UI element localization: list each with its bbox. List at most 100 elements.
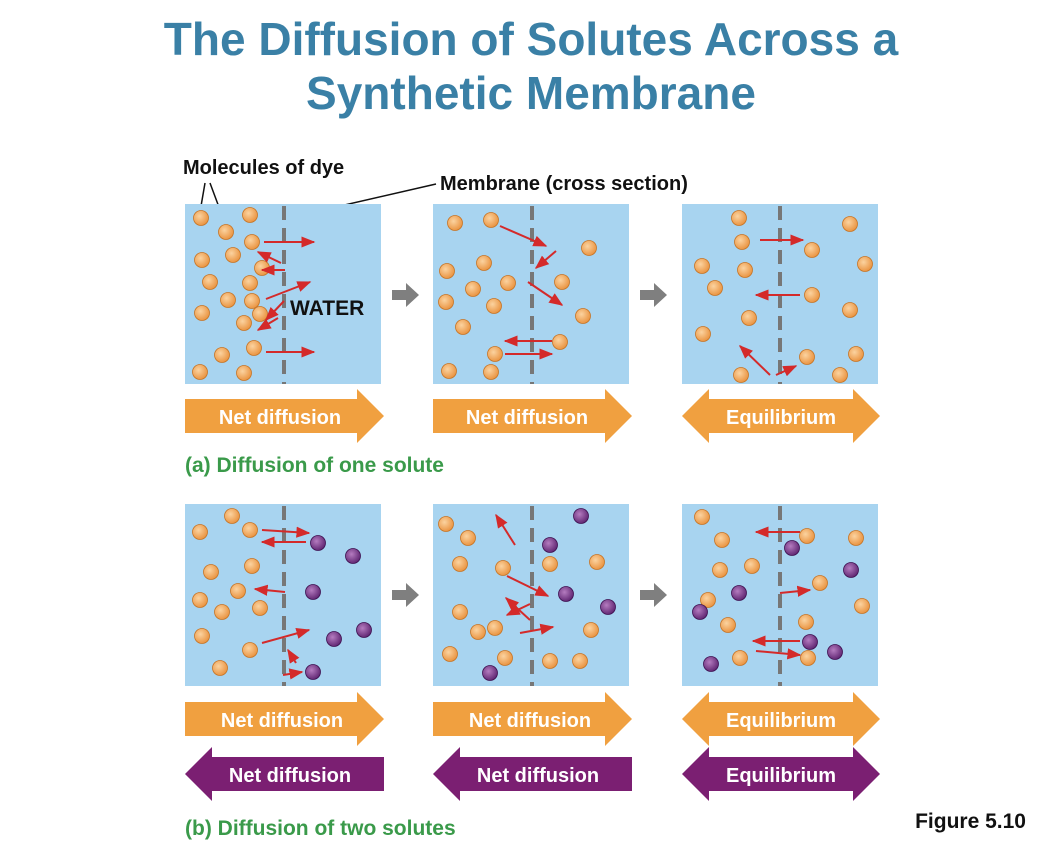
equilibrium-arrow-a3 — [682, 389, 880, 443]
purple-molecule — [542, 537, 558, 553]
orange-molecule — [218, 224, 234, 240]
movement-arrow — [282, 668, 304, 680]
movement-arrows — [253, 225, 812, 680]
orange-molecule — [225, 247, 241, 263]
purple-molecule — [573, 508, 589, 524]
orange-molecule — [483, 364, 499, 380]
orange-molecule — [214, 347, 230, 363]
purple-molecule — [345, 548, 361, 564]
purple-molecule — [305, 664, 321, 680]
orange-molecule — [842, 216, 858, 232]
orange-molecule — [212, 660, 228, 676]
orange-molecule — [194, 628, 210, 644]
orange-molecule — [252, 306, 268, 322]
orange-molecule — [732, 650, 748, 666]
movement-arrow — [256, 317, 279, 331]
orange-molecule — [799, 528, 815, 544]
orange-molecule — [694, 258, 710, 274]
orange-molecule — [192, 364, 208, 380]
orange-molecule — [589, 554, 605, 570]
orange-molecule — [476, 255, 492, 271]
orange-molecule — [246, 340, 262, 356]
orange-molecule — [804, 287, 820, 303]
orange-molecule — [244, 558, 260, 574]
orange-molecule — [242, 642, 258, 658]
orange-molecule — [242, 522, 258, 538]
orange-molecule — [214, 604, 230, 620]
page-title: The Diffusion of Solutes Across a Synthe… — [0, 12, 1062, 120]
movement-arrow — [261, 627, 311, 644]
movement-arrow — [265, 281, 312, 300]
label-membrane: Membrane (cross section) — [440, 173, 688, 195]
orange-molecule — [438, 516, 454, 532]
orange-molecule — [707, 280, 723, 296]
orange-molecule — [542, 653, 558, 669]
net-diffusion-arrow-a1 — [185, 389, 384, 443]
purple-molecule — [784, 540, 800, 556]
label-molecules-of-dye: Molecules of dye — [183, 157, 344, 179]
orange-molecule — [848, 346, 864, 362]
title-line-2: Synthetic Membrane — [306, 67, 756, 119]
purple-molecule — [827, 644, 843, 660]
orange-molecule — [242, 275, 258, 291]
orange-molecule — [224, 508, 240, 524]
purple-molecule — [802, 634, 818, 650]
label-water: WATER — [290, 297, 364, 320]
movement-arrow — [755, 648, 802, 660]
purple-molecule — [326, 631, 342, 647]
movement-arrow — [287, 648, 300, 664]
orange-molecule — [487, 620, 503, 636]
net-diffusion-arrow-a2 — [433, 389, 632, 443]
orange-molecule — [734, 234, 750, 250]
net-diffusion-arrow-b2-purple — [433, 747, 632, 801]
orange-molecule — [583, 622, 599, 638]
orange-molecule — [741, 310, 757, 326]
orange-molecule — [799, 349, 815, 365]
orange-molecule — [193, 210, 209, 226]
orange-molecule — [848, 530, 864, 546]
orange-molecule — [203, 564, 219, 580]
orange-molecule — [244, 293, 260, 309]
title-line-1: The Diffusion of Solutes Across a — [163, 13, 899, 65]
orange-molecule — [194, 252, 210, 268]
purple-molecule — [843, 562, 859, 578]
figure-label: Figure 5.10 — [915, 810, 1026, 833]
orange-molecule — [500, 275, 516, 291]
purple-molecule — [310, 535, 326, 551]
orange-molecule — [194, 305, 210, 321]
orange-molecule — [230, 583, 246, 599]
orange-molecule — [554, 274, 570, 290]
orange-molecule — [733, 367, 749, 383]
orange-molecule — [452, 604, 468, 620]
orange-molecule — [441, 363, 457, 379]
orange-molecule — [800, 650, 816, 666]
caption-b: (b) Diffusion of two solutes — [185, 817, 456, 840]
orange-molecule — [442, 646, 458, 662]
orange-molecule — [581, 240, 597, 256]
movement-arrow — [265, 300, 285, 322]
movement-arrow — [738, 345, 771, 376]
step-arrows — [392, 283, 667, 607]
movement-arrow — [504, 597, 531, 621]
orange-molecule — [202, 274, 218, 290]
equilibrium-label-b3-orange: Equilibrium — [726, 710, 836, 732]
equilibrium-arrow-b3-purple — [682, 747, 880, 801]
orange-molecule — [804, 242, 820, 258]
movement-arrow — [499, 225, 548, 247]
orange-molecule — [452, 556, 468, 572]
orange-molecule — [700, 592, 716, 608]
purple-molecule — [703, 656, 719, 672]
equilibrium-arrow-b3-orange — [682, 692, 880, 746]
caption-a: (a) Diffusion of one solute — [185, 454, 444, 477]
movement-arrow — [527, 281, 564, 306]
orange-molecule — [552, 334, 568, 350]
net-diffusion-label-a2: Net diffusion — [466, 407, 588, 429]
movement-arrow — [775, 365, 798, 377]
step-arrow-b2 — [640, 583, 667, 607]
orange-molecule — [447, 215, 463, 231]
net-diffusion-label-a1: Net diffusion — [219, 407, 341, 429]
orange-molecule — [252, 600, 268, 616]
orange-molecule — [842, 302, 858, 318]
orange-molecule — [236, 315, 252, 331]
